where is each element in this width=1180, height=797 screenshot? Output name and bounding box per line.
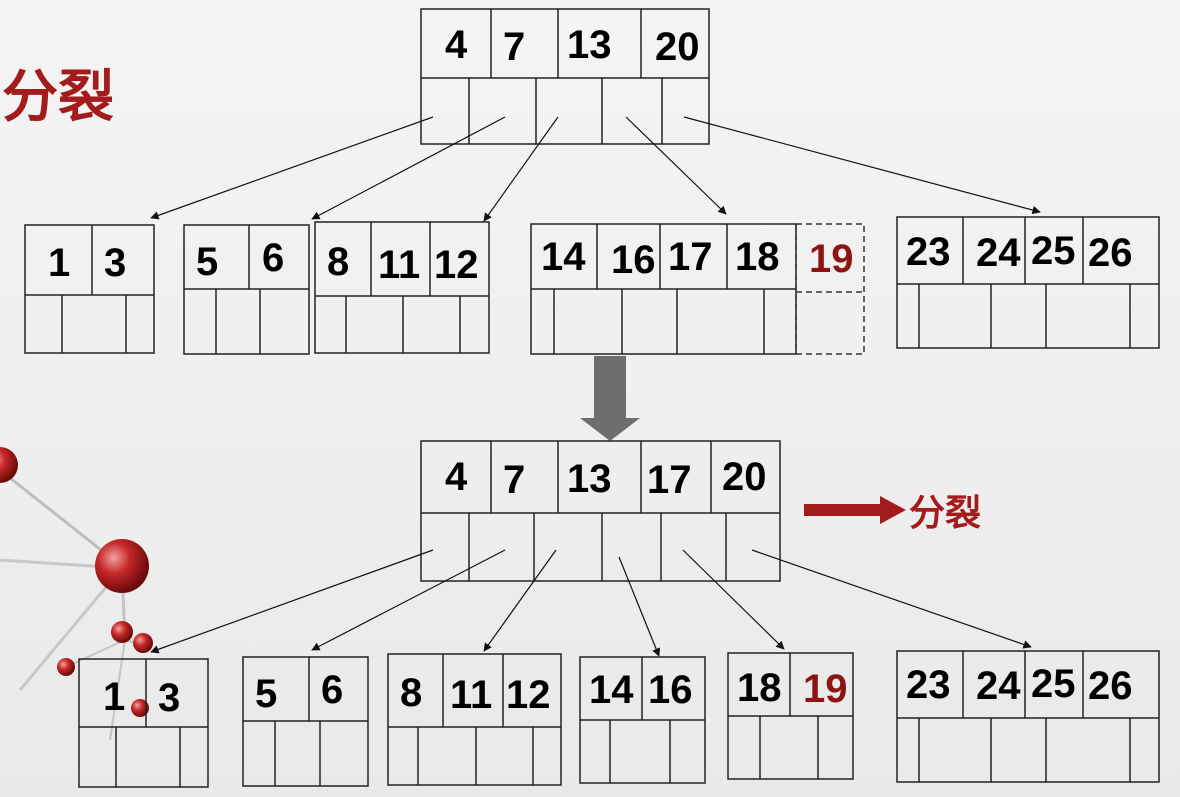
before-root-key: 20 bbox=[655, 25, 700, 69]
after-leaf-key: 8 bbox=[400, 671, 422, 715]
overflow-key: 19 bbox=[809, 237, 854, 281]
pointer-arrow bbox=[683, 116, 1041, 215]
pointer-arrow bbox=[625, 116, 727, 215]
decorative-molecule bbox=[0, 447, 153, 741]
before-leaf-key: 12 bbox=[434, 243, 479, 287]
pointer-arrow bbox=[682, 549, 785, 650]
molecule-ball bbox=[0, 447, 18, 483]
after-leaf-key: 1 bbox=[103, 675, 125, 719]
before-pointers bbox=[150, 116, 1041, 222]
molecule-ball bbox=[133, 633, 153, 653]
before-leaf-key: 3 bbox=[104, 241, 126, 285]
after-root-key: 13 bbox=[567, 457, 612, 501]
after-leaf-node bbox=[242, 656, 369, 787]
before-leaf-key: 1 bbox=[48, 241, 70, 285]
before-leaf-key: 16 bbox=[611, 238, 656, 282]
pointer-arrow bbox=[483, 549, 557, 652]
before-root-key: 4 bbox=[445, 23, 468, 67]
before-overflow-leaf-node bbox=[530, 223, 797, 355]
after-leaf-key: 11 bbox=[450, 673, 492, 717]
overflow-slot bbox=[795, 223, 865, 355]
before-leaf-key: 26 bbox=[1088, 231, 1133, 275]
right-arrow-icon bbox=[880, 496, 906, 524]
pointer-arrow bbox=[751, 549, 1032, 649]
after-leaf-node bbox=[896, 650, 1160, 783]
after-leaf-key: 12 bbox=[506, 673, 551, 717]
molecule-ball bbox=[57, 658, 75, 676]
before-leaf-key: 25 bbox=[1031, 229, 1076, 273]
before-leaf-key: 18 bbox=[735, 235, 780, 279]
molecule-ball bbox=[131, 699, 149, 717]
after-leaf-key: 18 bbox=[737, 666, 782, 710]
split-label: 分裂 bbox=[909, 493, 981, 534]
after-root-key: 17 bbox=[647, 458, 692, 502]
after-leaf-node bbox=[78, 658, 209, 788]
page-title: 分裂 bbox=[2, 65, 114, 130]
before-leaf-key: 8 bbox=[327, 240, 349, 284]
after-leaf-key: 6 bbox=[321, 668, 343, 712]
after-root-key: 20 bbox=[722, 455, 767, 499]
after-leaf-key: 25 bbox=[1031, 662, 1076, 706]
after-root-key: 7 bbox=[503, 458, 525, 502]
before-root-key: 13 bbox=[567, 23, 612, 67]
after-root-key: 4 bbox=[445, 455, 468, 499]
pointer-arrow bbox=[150, 549, 434, 654]
after-leaf-node bbox=[727, 652, 854, 780]
pointer-arrow bbox=[311, 116, 506, 220]
after-pointers bbox=[150, 549, 1032, 657]
pointer-arrow bbox=[150, 116, 434, 220]
split-indicator: 分裂 bbox=[804, 493, 981, 534]
after-leaf-node bbox=[579, 656, 706, 784]
after-leaf-key-highlight: 19 bbox=[803, 667, 848, 711]
after-leaf-node bbox=[387, 653, 562, 786]
before-leaf-key: 24 bbox=[976, 231, 1021, 275]
before-root-node bbox=[420, 8, 710, 145]
after-leaf-key: 24 bbox=[976, 664, 1021, 708]
before-leaf-key: 5 bbox=[196, 240, 218, 284]
before-leaf-key: 23 bbox=[906, 230, 951, 274]
after-leaf-key: 3 bbox=[158, 676, 180, 720]
molecule-ball bbox=[111, 621, 133, 643]
after-leaf-key: 5 bbox=[255, 672, 277, 716]
before-leaf-node bbox=[314, 221, 490, 354]
molecule-ball bbox=[95, 539, 149, 593]
before-leaf-node bbox=[896, 216, 1160, 349]
before-root-key: 7 bbox=[503, 25, 525, 69]
after-leaf-key: 26 bbox=[1088, 664, 1133, 708]
pointer-arrow bbox=[311, 549, 506, 651]
before-leaf-key: 17 bbox=[668, 235, 713, 279]
after-leaf-key: 16 bbox=[648, 668, 693, 712]
right-arrow-shaft bbox=[804, 504, 882, 516]
before-leaf-key: 14 bbox=[541, 235, 586, 279]
before-leaf-node bbox=[24, 224, 155, 354]
after-leaf-key: 14 bbox=[589, 668, 634, 712]
before-leaf-node bbox=[183, 224, 310, 355]
pointer-arrow bbox=[618, 556, 661, 657]
after-leaf-key: 23 bbox=[906, 663, 951, 707]
down-arrow-icon bbox=[580, 356, 640, 441]
before-leaf-key: 11 bbox=[378, 243, 420, 287]
after-root-node bbox=[420, 440, 781, 582]
before-leaf-key: 6 bbox=[262, 236, 284, 280]
pointer-arrow bbox=[483, 116, 559, 222]
